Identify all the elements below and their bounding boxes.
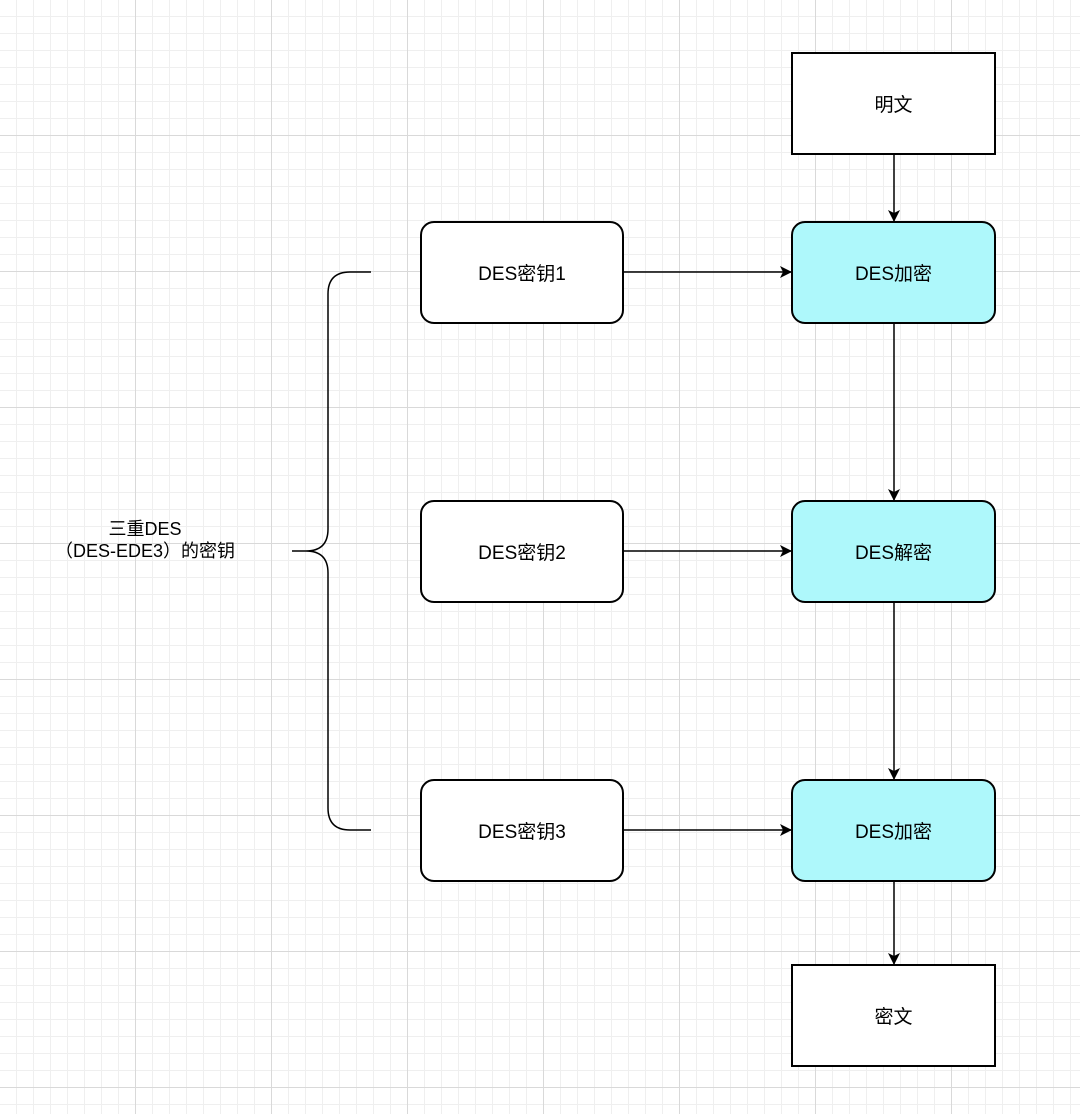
des-encrypt2-label: DES加密: [854, 822, 933, 843]
plaintext-box[interactable]: 明文: [791, 52, 996, 155]
ciphertext-label: 密文: [874, 1007, 913, 1028]
des-encrypt1-box[interactable]: DES加密: [791, 221, 996, 324]
des-decrypt-box[interactable]: DES解密: [791, 500, 996, 603]
triple-des-key-label: 三重DES （DES-EDE3）的密钥: [10, 518, 280, 562]
des-key3-label: DES密钥3: [478, 822, 566, 843]
triple-des-label-line1: 三重DES: [108, 519, 182, 539]
triple-des-label-line2: （DES-EDE3）的密钥: [54, 541, 236, 561]
des-key2-box[interactable]: DES密钥2: [420, 500, 624, 603]
des-key3-box[interactable]: DES密钥3: [420, 779, 624, 882]
curly-brace: [292, 271, 371, 831]
des-decrypt-label: DES解密: [854, 543, 933, 564]
ciphertext-box[interactable]: 密文: [791, 964, 996, 1067]
des-encrypt1-label: DES加密: [854, 264, 933, 285]
plaintext-label: 明文: [874, 95, 913, 116]
des-key2-label: DES密钥2: [478, 543, 566, 564]
des-key1-box[interactable]: DES密钥1: [420, 221, 624, 324]
des-encrypt2-box[interactable]: DES加密: [791, 779, 996, 882]
des-key1-label: DES密钥1: [478, 264, 566, 285]
